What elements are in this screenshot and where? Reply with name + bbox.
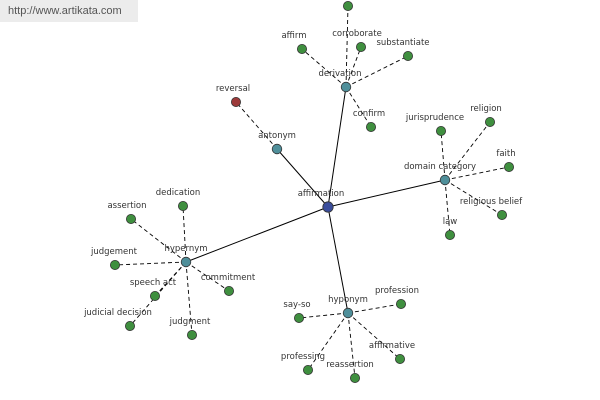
- edge-antonym-to-reversal: [235, 101, 278, 150]
- leaf-label-affirm: affirm: [281, 31, 306, 41]
- leaf-label-law: law: [443, 217, 458, 227]
- edge-root-to-hyponym: [327, 206, 349, 314]
- leaf-node-speech-act[interactable]: [149, 290, 160, 301]
- nodes: [110, 1, 514, 383]
- edge-hyponym-to-say-so: [298, 312, 349, 319]
- category-node-hypernym[interactable]: [180, 256, 192, 268]
- edge-root-to-antonym: [276, 148, 329, 208]
- edge-domain-category-to-jurisprudence: [440, 130, 446, 181]
- leaf-node-substantiate[interactable]: [402, 51, 413, 62]
- leaf-node-corroborate[interactable]: [355, 42, 366, 53]
- category-node-antonym[interactable]: [271, 143, 283, 155]
- leaf-label-jurisprudence: jurisprudence: [405, 113, 464, 123]
- leaf-node-religion[interactable]: [484, 117, 495, 128]
- edge-root-to-derivation: [327, 86, 347, 208]
- leaf-label-confirm: confirm: [353, 109, 385, 119]
- edge-hypernym-to-judgment: [185, 261, 193, 336]
- leaf-node-professing[interactable]: [302, 364, 313, 375]
- leaf-label-faith: faith: [496, 149, 515, 159]
- leaf-label-profession: profession: [375, 286, 419, 296]
- edge-hypernym-to-dedication: [182, 205, 187, 263]
- root-label-affirmation: affirmation: [298, 189, 345, 199]
- leaf-label-judgement: judgement: [90, 247, 138, 257]
- leaf-label-commitment: commitment: [201, 273, 256, 283]
- edge-derivation-to-substantiate: [345, 55, 409, 88]
- edge-hyponym-to-professing: [307, 312, 349, 371]
- edge-derivation-to-confirm: [345, 86, 372, 128]
- leaf-node-affirm[interactable]: [296, 44, 307, 55]
- category-label-hyponym: hyponym: [328, 295, 368, 305]
- edge-domain-category-to-faith: [444, 166, 510, 181]
- category-node-derivation[interactable]: [340, 81, 352, 93]
- leaf-label-affirmative: affirmative: [369, 341, 415, 351]
- leaf-node-unlabeled[interactable]: [342, 1, 353, 11]
- leaf-label-corroborate: corroborate: [332, 29, 382, 39]
- leaf-label-religion: religion: [470, 104, 502, 114]
- leaf-node-dedication[interactable]: [177, 200, 188, 211]
- root-node-affirmation[interactable]: [322, 201, 334, 213]
- edge-hypernym-to-commitment: [185, 261, 230, 292]
- leaf-node-confirm[interactable]: [365, 122, 376, 133]
- leaf-label-judgment: judgment: [169, 317, 211, 327]
- edge-root-to-hypernym: [185, 206, 329, 263]
- leaf-node-judicial-decision[interactable]: [125, 320, 136, 331]
- leaf-label-speech-act: speech act: [130, 278, 177, 288]
- leaf-node-reversal[interactable]: [230, 97, 241, 108]
- edge-hyponym-to-reassertion: [347, 312, 356, 379]
- category-label-antonym: antonym: [258, 131, 296, 141]
- leaf-node-judgement[interactable]: [110, 259, 121, 270]
- leaf-node-assertion[interactable]: [126, 213, 137, 224]
- leaf-node-faith[interactable]: [503, 161, 514, 172]
- leaf-node-affirmative[interactable]: [394, 353, 405, 364]
- category-node-domain-category[interactable]: [439, 174, 451, 186]
- edge-hyponym-to-profession: [347, 303, 402, 314]
- category-label-hypernym: hypernym: [164, 244, 207, 254]
- category-node-hyponym[interactable]: [342, 307, 354, 319]
- edge-derivation-to-affirm: [301, 48, 347, 88]
- edge-domain-category-to-religion: [444, 121, 491, 181]
- leaf-label-say-so: say-so: [283, 300, 310, 310]
- edge-derivation-to-corroborate: [345, 46, 362, 88]
- edges: [114, 5, 510, 379]
- leaf-label-assertion: assertion: [107, 201, 146, 211]
- leaf-node-religious-belief[interactable]: [496, 209, 507, 220]
- leaf-label-reversal: reversal: [216, 84, 250, 94]
- category-label-domain-category: domain category: [404, 162, 476, 172]
- leaf-node-say-so[interactable]: [293, 312, 304, 323]
- leaf-node-reassertion[interactable]: [349, 372, 360, 383]
- leaf-node-jurisprudence[interactable]: [435, 126, 446, 137]
- leaf-node-profession[interactable]: [395, 298, 406, 309]
- leaf-label-religious-belief: religious belief: [460, 197, 523, 207]
- leaf-label-reassertion: reassertion: [326, 360, 374, 370]
- edge-hypernym-to-assertion: [130, 218, 187, 263]
- leaf-node-commitment[interactable]: [223, 285, 234, 296]
- leaf-label-judicial-decision: judicial decision: [83, 308, 152, 318]
- leaf-node-judgment[interactable]: [186, 329, 197, 340]
- category-label-derivation: derivation: [318, 69, 361, 79]
- edge-hyponym-to-affirmative: [347, 312, 401, 360]
- leaf-label-substantiate: substantiate: [376, 38, 429, 48]
- edge-hypernym-to-judgement: [114, 261, 187, 266]
- leaf-label-professing: professing: [281, 352, 325, 362]
- watermark-url: http://www.artikata.com: [0, 0, 138, 22]
- leaf-label-dedication: dedication: [156, 188, 201, 198]
- edge-root-to-domain-category: [327, 179, 446, 208]
- edge-domain-category-to-law: [444, 179, 451, 236]
- leaf-node-law[interactable]: [444, 229, 455, 240]
